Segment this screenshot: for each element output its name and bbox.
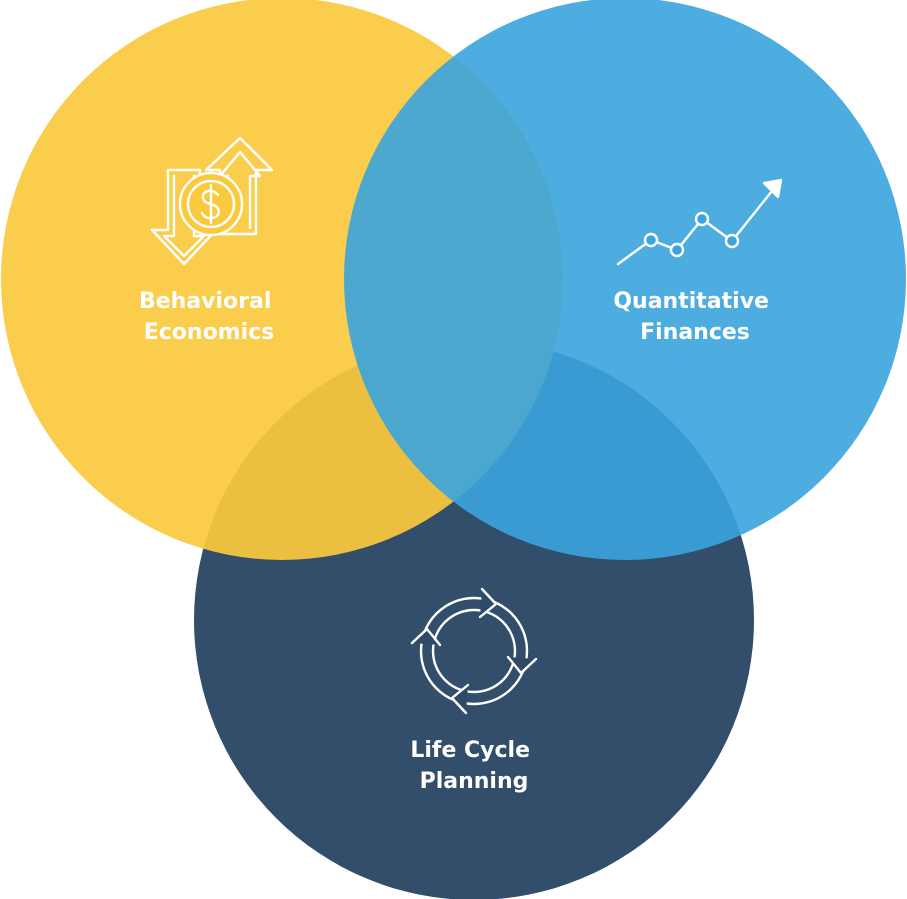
label-quantitative-finances: Quantitative Finances (613, 289, 776, 345)
dollar-up-down-arrows-icon (150, 136, 274, 266)
label-life-cycle-planning: Life Cycle Planning (410, 738, 537, 794)
cycle-arrows-icon (410, 587, 538, 715)
label-behavioral-economics: Behavioral Economics (139, 289, 279, 345)
label-line: Quantitative (613, 289, 769, 314)
circle-quantitative-finances (344, 0, 906, 560)
label-line: Behavioral (139, 289, 271, 314)
line-chart-trend-icon (616, 178, 783, 266)
label-line: Finances (640, 320, 750, 345)
label-line: Economics (144, 320, 275, 345)
label-line: Life Cycle (410, 738, 530, 763)
label-line: Planning (420, 769, 529, 794)
